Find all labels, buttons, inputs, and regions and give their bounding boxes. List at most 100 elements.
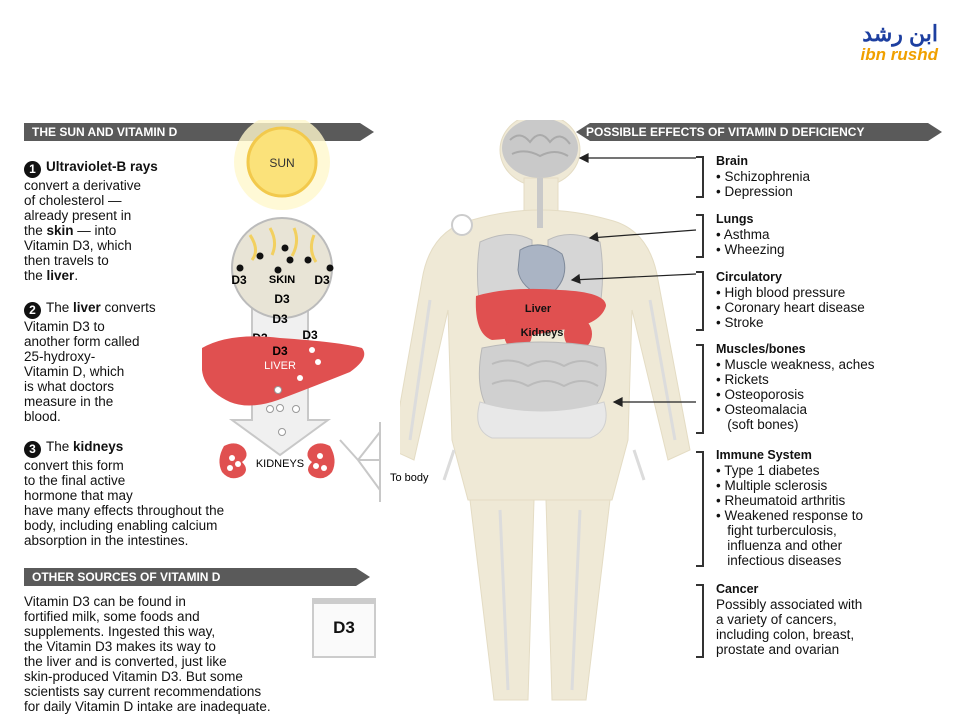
effect-item: • Coronary heart disease (716, 300, 865, 315)
step-line: body, including enabling calcium (24, 518, 218, 533)
effect-item: prostate and ovarian (716, 642, 840, 657)
logo-latin: ibn rushd (860, 45, 938, 64)
effect-item: • Muscle weakness, aches (716, 357, 875, 372)
step-line: then travels to (24, 253, 109, 268)
kidneys-label: KIDNEYS (256, 458, 304, 470)
effect-item: • High blood pressure (716, 285, 846, 300)
effect-immune-system: Immune System • Type 1 diabetes • Multip… (716, 448, 863, 568)
step-number: 1 (24, 161, 41, 178)
step-line: The kidneys (46, 439, 124, 454)
skin-cross-section: D3 SKIN D3 (231, 217, 334, 319)
d3-label: D3 (302, 328, 318, 342)
other-sources-text: Vitamin D3 can be found in fortified mil… (24, 594, 384, 714)
sources-line: for daily Vitamin D intake are inadequat… (24, 699, 271, 714)
bracket-muscles (696, 344, 704, 434)
skin-magnifier-icon (451, 214, 473, 236)
effect-item: • Type 1 diabetes (716, 463, 820, 478)
step-2: 2 The liver converts Vitamin D3 to anothe… (24, 300, 224, 424)
effect-item: infectious diseases (716, 553, 842, 568)
d3-label: D3 (274, 292, 290, 306)
step-line: Vitamin D3 to (24, 319, 105, 334)
effect-item: • Rheumatoid arthritis (716, 493, 846, 508)
effect-item: • Asthma (716, 227, 770, 242)
liver-icon: D3 LIVER (202, 336, 365, 406)
effect-heading: Cancer (716, 582, 759, 596)
step-line: convert a derivative (24, 178, 142, 193)
body-kidneys-label: Kidneys (521, 327, 564, 339)
logo-arabic: ابن رشد (862, 21, 938, 46)
bracket-immune (696, 451, 704, 567)
effect-item: including colon, breast, (716, 627, 855, 642)
effect-heading: Circulatory (716, 270, 782, 284)
effect-item: • Rickets (716, 372, 769, 387)
supplement-bottle: D3 (312, 598, 376, 658)
sun-icon: SUN (234, 120, 330, 210)
sources-line: skin-produced Vitamin D3. But some (24, 669, 243, 684)
step-line: Vitamin D, which (24, 364, 125, 379)
sources-line: fortified milk, some foods and (24, 609, 200, 624)
effect-item: • Depression (716, 184, 793, 199)
effect-item: • Osteoporosis (716, 387, 805, 402)
effect-item: Possibly associated with (716, 597, 863, 612)
vitamin-d-pathway-diagram: SUN D3 SKIN D3 D3 D3 D3 D3 D3 LIVER KIDN… (202, 120, 429, 502)
step-line: absorption in the intestines. (24, 533, 189, 548)
step-line: have many effects throughout the (24, 503, 225, 518)
human-body-figure: Liver Kidneys (400, 120, 697, 701)
effect-item: influenza and other (716, 538, 843, 553)
effect-item: • Weakened response to (716, 508, 864, 523)
effect-item: fight turberculosis, (716, 523, 837, 538)
effect-item: • Multiple sclerosis (716, 478, 828, 493)
sources-line: supplements. Ingested this way, (24, 624, 216, 639)
step-1: 1 Ultraviolet-B rays convert a derivative… (24, 159, 224, 283)
effect-heading: Muscles/bones (716, 342, 806, 356)
sources-line: scientists say current recommendations (24, 684, 262, 699)
effect-heading: Immune System (716, 448, 812, 462)
step-line: is what doctors (24, 379, 115, 394)
step-line: blood. (24, 409, 61, 424)
effect-item: • Osteomalacia (716, 402, 808, 417)
to-body-label: To body (390, 472, 429, 484)
step-line: The liver converts (46, 300, 156, 315)
step-3: 3 The kidneys convert this form to the fi… (24, 439, 344, 548)
effect-brain: Brain • Schizophrenia • Depression (716, 154, 810, 199)
sun-label: SUN (269, 156, 294, 170)
deficiency-effects-banner: POSSIBLE EFFECTS OF VITAMIN D DEFICIENCY (576, 123, 942, 141)
step-line: of cholesterol — (24, 193, 122, 208)
effect-heading: Brain (716, 154, 748, 168)
bottle-label: D3 (333, 618, 355, 637)
bracket-lungs (696, 214, 704, 258)
effect-item: • Schizophrenia (716, 169, 811, 184)
effect-item: • Stroke (716, 315, 764, 330)
d3-label: D3 (231, 273, 247, 287)
step-line: the skin — into (24, 223, 117, 238)
bracket-brain (696, 156, 704, 198)
brain-icon (502, 120, 578, 178)
step-line: another form called (24, 334, 140, 349)
step-line: convert this form (24, 458, 124, 473)
liver-label: LIVER (264, 360, 296, 372)
step-line: Ultraviolet-B rays (46, 159, 158, 174)
step-line: already present in (24, 208, 132, 223)
body-liver-label: Liver (525, 303, 552, 315)
sources-line: the Vitamin D3 makes its way to (24, 639, 216, 654)
d3-label: D3 (272, 312, 288, 326)
effect-item: a variety of cancers, (716, 612, 837, 627)
effect-muscles-bones: Muscles/bones • Muscle weakness, aches •… (716, 342, 875, 432)
bracket-circulatory (696, 271, 704, 331)
effect-cancer: Cancer Possibly associated with a variet… (716, 582, 862, 657)
d3-label: D3 (314, 273, 330, 287)
effect-item: (soft bones) (716, 417, 799, 432)
step-line: to the final active (24, 473, 126, 488)
logo: ابن رشد ibn rushd (832, 21, 938, 64)
kidneys-icon: KIDNEYS (219, 443, 335, 479)
sources-line: Vitamin D3 can be found in (24, 594, 186, 609)
step-number: 2 (24, 302, 41, 319)
to-body-arrows (339, 422, 381, 502)
step-number: 3 (24, 441, 41, 458)
bracket-cancer (696, 584, 704, 658)
step-line: measure in the (24, 394, 114, 409)
d3-label: D3 (272, 344, 288, 358)
other-sources-banner: OTHER SOURCES OF VITAMIN D (24, 568, 370, 586)
sources-line: the liver and is converted, just like (24, 654, 227, 669)
step-line: 25-hydroxy- (24, 349, 96, 364)
